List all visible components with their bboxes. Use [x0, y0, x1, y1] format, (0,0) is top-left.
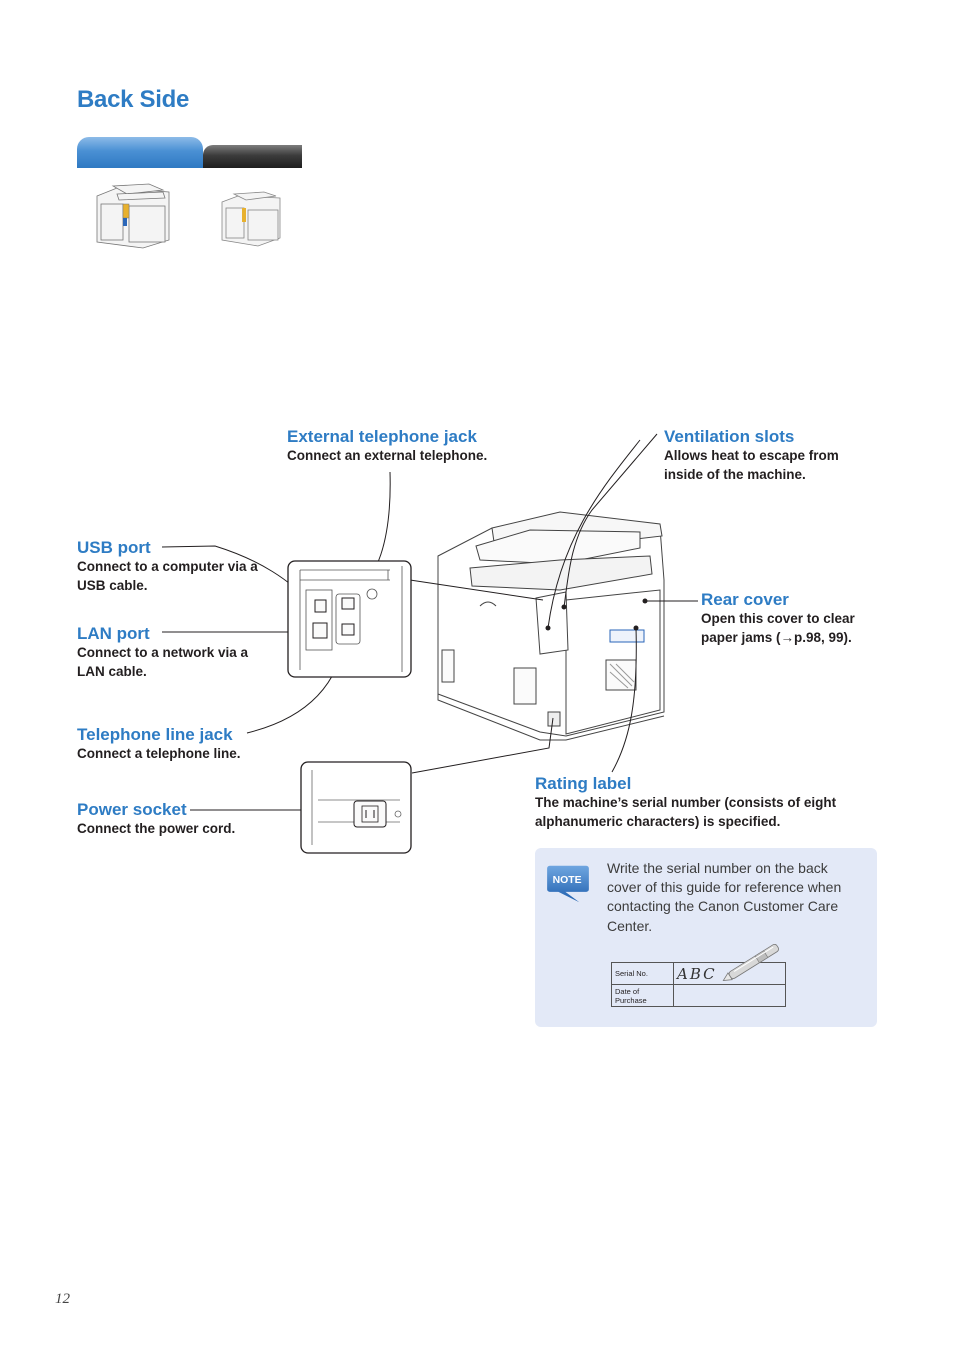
page-title: Back Side — [77, 86, 190, 113]
callout-desc: The machine’s serial number (consists of… — [535, 795, 837, 829]
printer-thumbnail-icon — [96, 183, 170, 249]
purchase-label: Date of Purchase — [611, 984, 674, 1007]
power-inset — [300, 761, 412, 854]
callout-desc: Connect an external telephone. — [287, 448, 488, 463]
callout-label: USB port — [77, 538, 151, 557]
serial-label: Serial No. — [611, 962, 674, 985]
callout-label: Rating label — [535, 774, 632, 793]
callout-lan-port: LAN port Connect to a network via a LAN … — [77, 624, 262, 681]
callout-label: External telephone jack — [287, 427, 477, 446]
leader-lines — [161, 433, 698, 811]
purchase-row: Date of Purchase — [611, 984, 786, 1007]
callout-label: Rear cover — [701, 590, 789, 609]
callout-desc: Allows heat to escape from inside of the… — [664, 448, 839, 482]
callout-desc: Connect a telephone line. — [77, 746, 241, 761]
callout-ventilation-slots: Ventilation slots Allows heat to escape … — [664, 427, 864, 484]
callout-usb-port: USB port Connect to a computer via a USB… — [77, 538, 262, 595]
printer-drawing — [437, 511, 665, 741]
page-number: 12 — [55, 1291, 70, 1307]
callout-label: Ventilation slots — [664, 427, 795, 446]
callout-desc: Connect to a computer via a USB cable. — [77, 559, 258, 593]
ports-inset — [287, 560, 412, 678]
callout-label: Telephone line jack — [77, 725, 233, 744]
callout-external-telephone-jack: External telephone jack Connect an exter… — [287, 427, 487, 466]
callout-label: LAN port — [77, 624, 150, 643]
callout-power-socket: Power socket Connect the power cord. — [77, 800, 235, 839]
serial-value-text: ABC — [677, 964, 717, 983]
model-tab-inactive[interactable] — [203, 145, 302, 168]
note-text: Write the serial number on the back cove… — [607, 860, 842, 934]
printer-thumbnail-icon — [221, 191, 281, 247]
note-badge-label: NOTE — [553, 875, 582, 886]
pen-icon — [722, 943, 779, 982]
callout-desc: Connect the power cord. — [77, 821, 236, 836]
purchase-value — [673, 984, 786, 1007]
callout-rear-cover: Rear cover Open this cover to clear pape… — [701, 590, 886, 647]
note-badge-icon: NOTE — [547, 865, 589, 903]
callout-rating-label: Rating label The machine’s serial number… — [535, 774, 855, 831]
callout-telephone-line-jack: Telephone line jack Connect a telephone … — [77, 725, 241, 764]
model-tab-active[interactable] — [77, 137, 203, 168]
callout-desc: Connect to a network via a LAN cable. — [77, 645, 249, 679]
callout-label: Power socket — [77, 800, 187, 819]
callout-desc: Open this cover to clear paper jams (→p.… — [701, 611, 855, 645]
